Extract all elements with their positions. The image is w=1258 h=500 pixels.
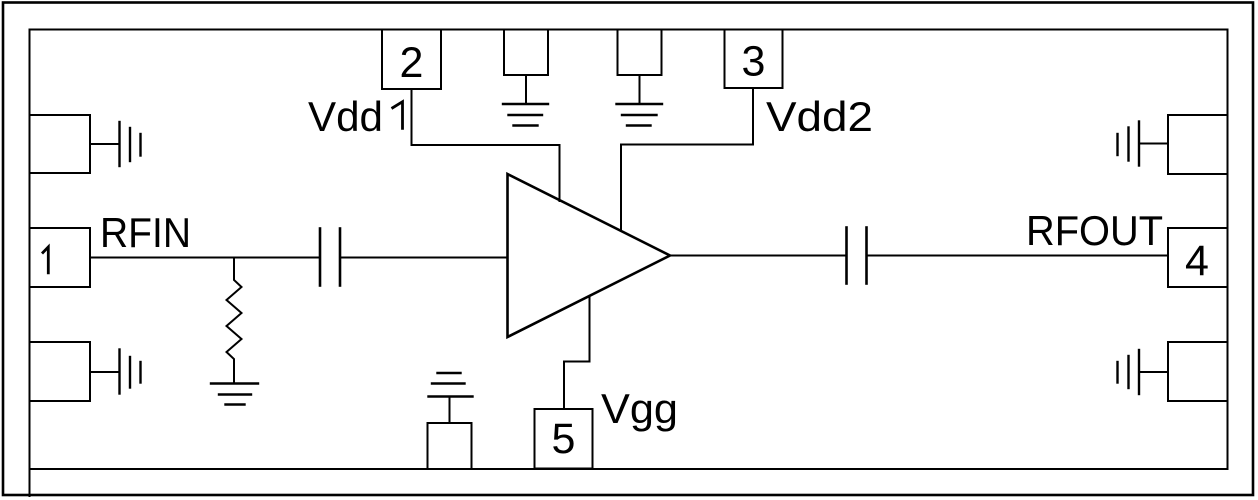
svg-text:3: 3: [742, 38, 766, 86]
svg-text:Vdd: Vdd: [308, 93, 383, 140]
svg-text:5: 5: [552, 415, 576, 463]
svg-text:RFOUT: RFOUT: [1026, 207, 1163, 254]
svg-text:Vgg: Vgg: [601, 385, 678, 432]
svg-text:RFIN: RFIN: [100, 209, 191, 256]
svg-text:2: 2: [400, 39, 424, 87]
svg-text:4: 4: [1185, 237, 1209, 285]
svg-text:Vdd2: Vdd2: [766, 93, 873, 140]
